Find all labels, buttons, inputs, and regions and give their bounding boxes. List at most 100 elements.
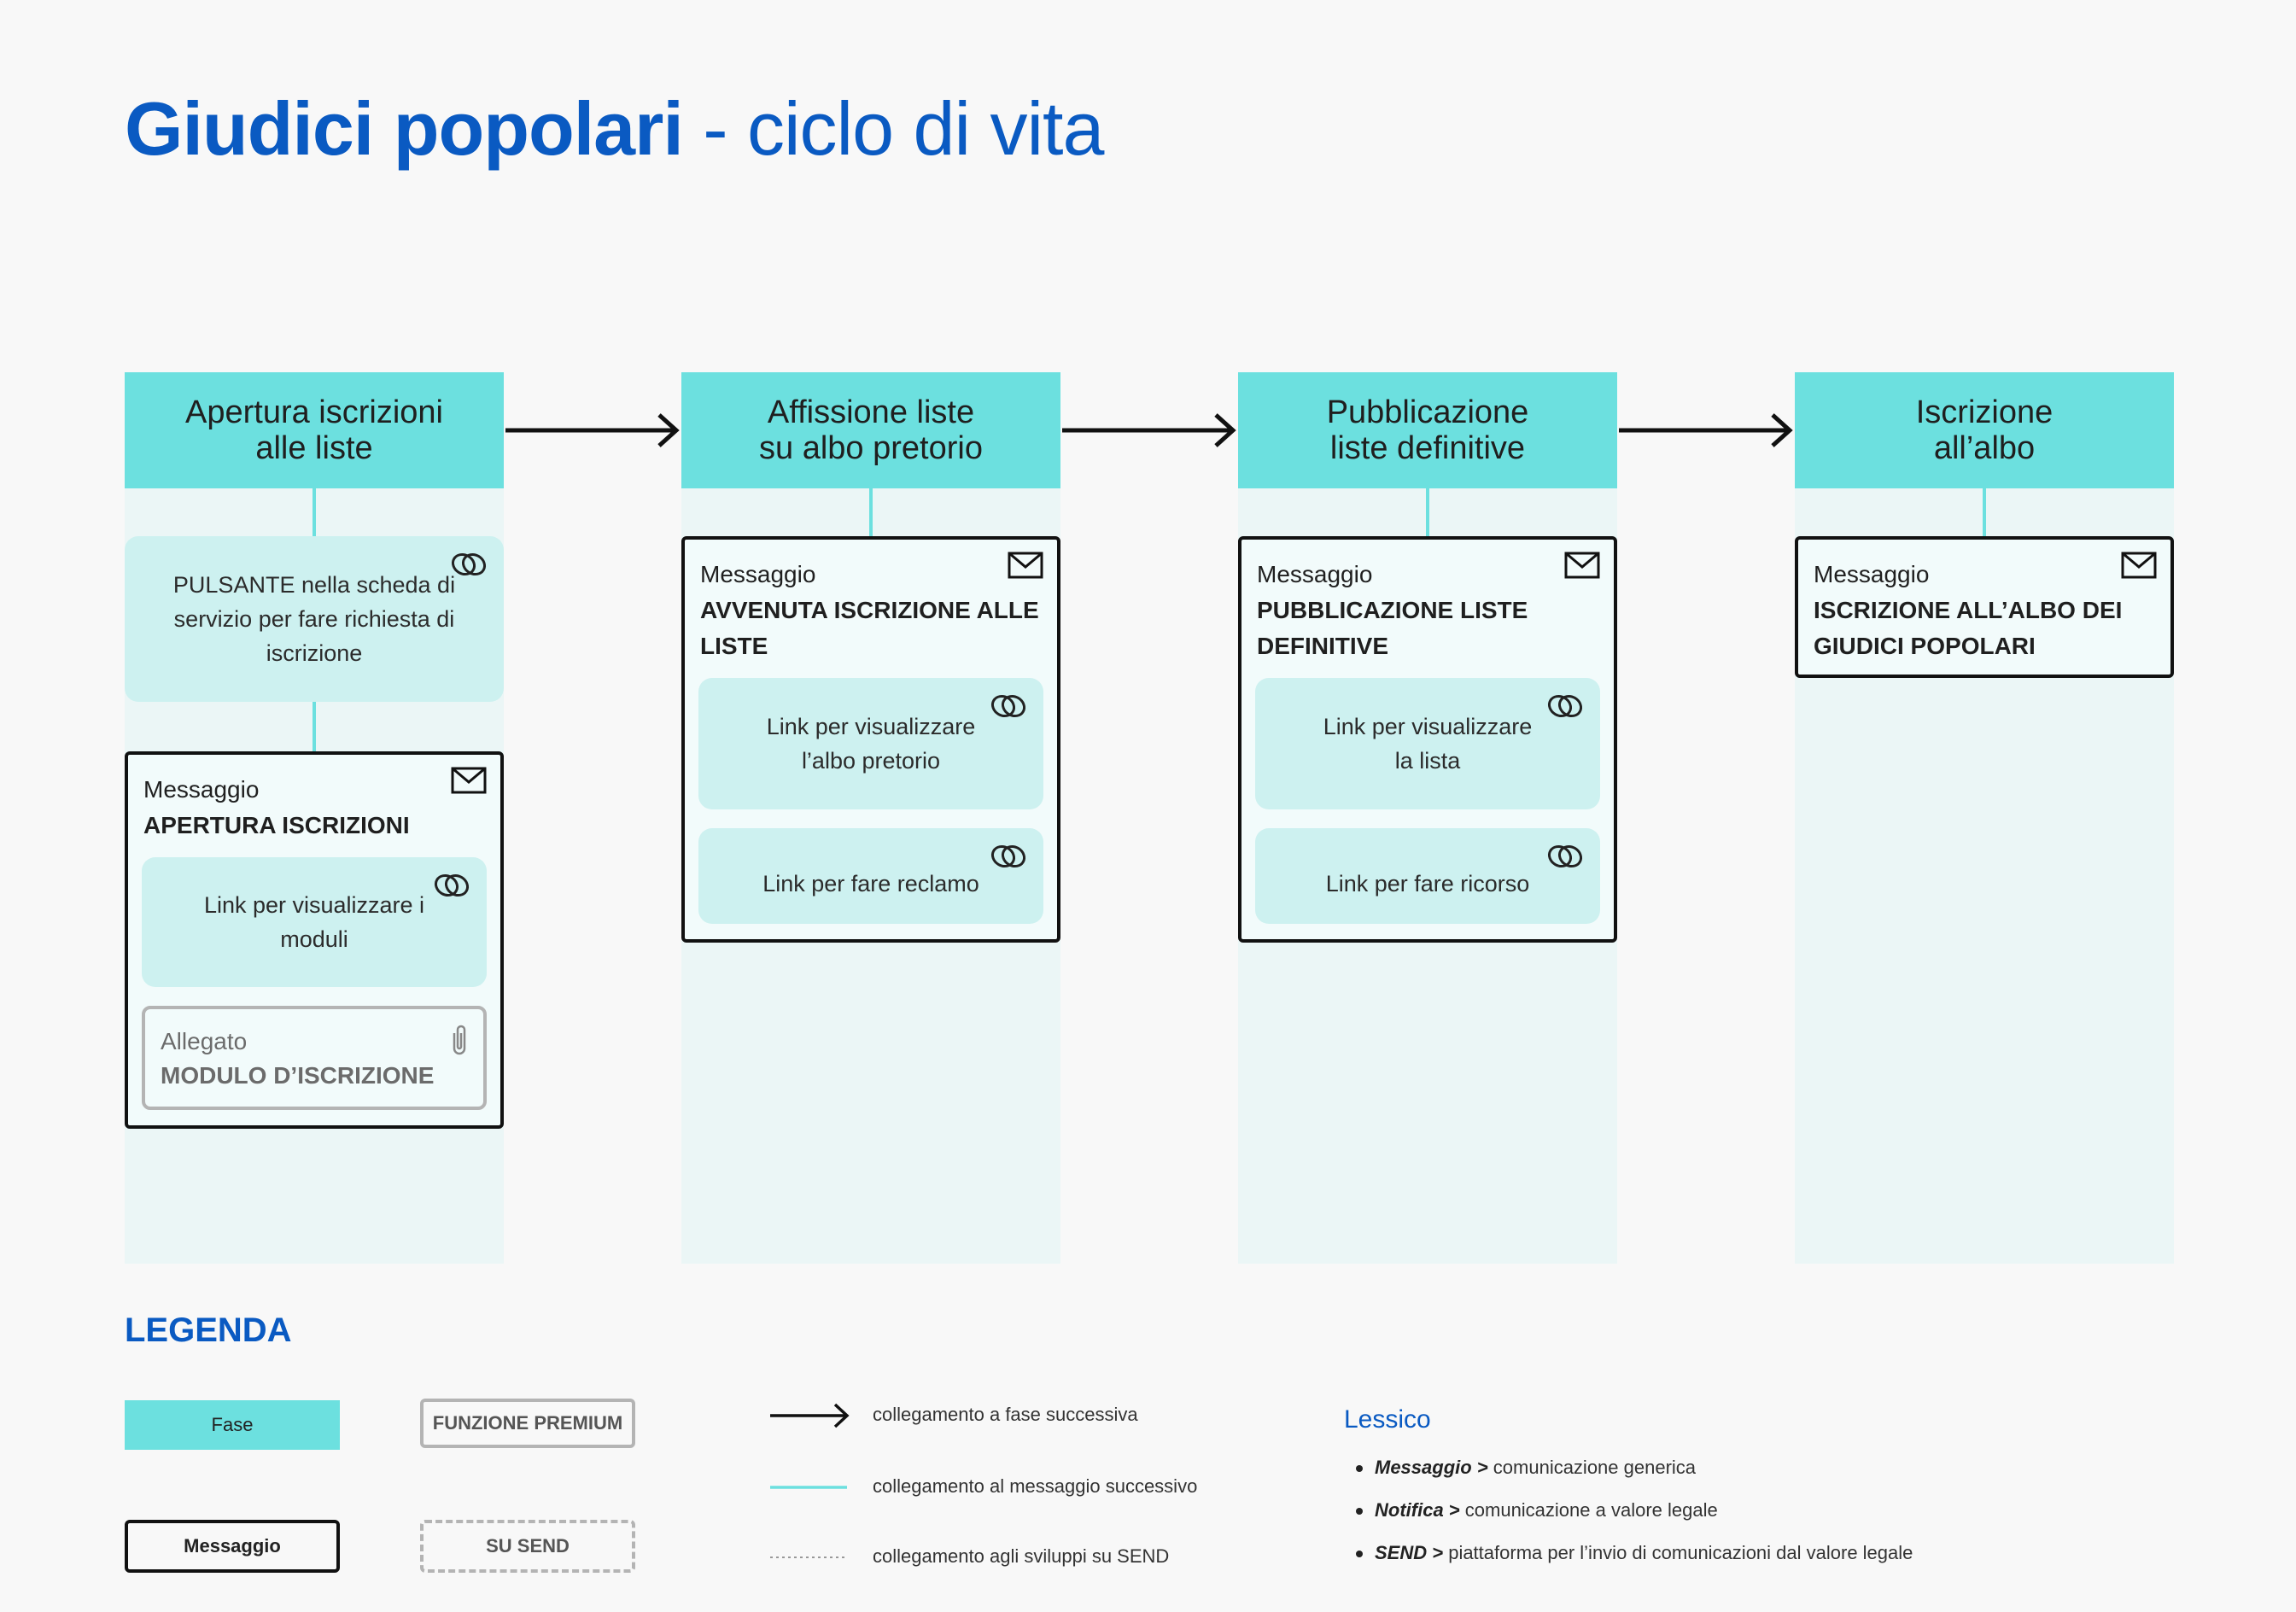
- link-text-line1: Link per visualizzare: [766, 714, 976, 739]
- mail-icon: [1564, 552, 1600, 579]
- lessico-def: comunicazione generica: [1493, 1457, 1697, 1478]
- attachment-label: Allegato: [161, 1028, 248, 1054]
- page-title: Giudici popolari - ciclo di vita: [125, 85, 1104, 172]
- message-label: Messaggio: [143, 776, 260, 803]
- mail-icon: [451, 767, 487, 794]
- dotted-line-icon: [770, 1557, 847, 1558]
- connector-line: [1983, 488, 1986, 536]
- attachment-modulo[interactable]: Allegato MODULO D’ISCRIZIONE: [142, 1006, 487, 1110]
- link-icon: [990, 694, 1026, 718]
- bullet-icon: [1356, 1465, 1363, 1473]
- message-title-line2: LISTE: [700, 633, 768, 659]
- legend-message-box: Messaggio: [125, 1520, 340, 1573]
- mail-icon: [1008, 552, 1043, 579]
- lessico-term: Messaggio: [1375, 1457, 1472, 1478]
- message-title-line1: PUBBLICAZIONE LISTE: [1257, 597, 1528, 623]
- message-label: Messaggio: [1257, 561, 1373, 587]
- message-title: APERTURA ISCRIZIONI: [143, 812, 410, 838]
- button-card-line1: PULSANTE nella scheda di: [172, 572, 456, 598]
- legend-phase-label: Fase: [211, 1414, 254, 1435]
- title-rest: - ciclo di vita: [703, 86, 1104, 171]
- attachment-title: MODULO D’ISCRIZIONE: [161, 1062, 435, 1089]
- link-text-line2: la lista: [1394, 748, 1461, 774]
- connector-line: [1426, 488, 1429, 536]
- message-label: Messaggio: [700, 561, 816, 587]
- link-card-lista[interactable]: Link per visualizzare la lista: [1255, 678, 1600, 809]
- phase-label-line2: liste definitive: [1329, 430, 1526, 466]
- link-text-line1: Link per visualizzare i: [203, 892, 425, 918]
- connector-line: [313, 702, 316, 751]
- message-title-line2: DEFINITIVE: [1257, 633, 1389, 659]
- link-text-line1: Link per fare ricorso: [1325, 871, 1530, 897]
- phase-label-line2: all’albo: [1933, 430, 2036, 466]
- phase-label-line1: Apertura iscrizioni: [185, 394, 443, 430]
- lessico-title: Lessico: [1344, 1405, 1431, 1434]
- link-text-line2: l’albo pretorio: [801, 748, 941, 774]
- link-card-reclamo[interactable]: Link per fare reclamo: [698, 828, 1043, 924]
- link-icon: [990, 844, 1026, 868]
- message-title-line2: GIUDICI POPOLARI: [1814, 633, 2036, 659]
- message-iscrizione-albo: Messaggio ISCRIZIONE ALL’ALBO DEI GIUDIC…: [1795, 536, 2174, 678]
- legend-line-text: collegamento agli sviluppi su SEND: [873, 1545, 1170, 1567]
- lessico-sep: >: [1471, 1457, 1493, 1478]
- lessico-item: Messaggio > comunicazione generica: [1356, 1457, 1696, 1479]
- legend-message-label: Messaggio: [184, 1535, 281, 1557]
- title-bold: Giudici popolari: [125, 86, 684, 171]
- lessico-term: SEND: [1375, 1542, 1428, 1563]
- link-icon: [434, 873, 470, 897]
- phase-label-line2: su albo pretorio: [759, 430, 983, 466]
- legend-line-next-phase: collegamento a fase successiva: [770, 1399, 1282, 1433]
- button-card-line3: iscrizione: [266, 640, 363, 666]
- link-text-line2: moduli: [280, 926, 348, 952]
- service-button-card[interactable]: PULSANTE nella scheda di servizio per fa…: [125, 536, 504, 702]
- link-text-line1: Link per fare reclamo: [762, 871, 979, 897]
- button-card-line2: servizio per fare richiesta di: [173, 606, 455, 632]
- legend-send-box: SU SEND: [420, 1520, 635, 1573]
- phase-label-line1: Iscrizione: [1915, 394, 2054, 430]
- link-card-moduli[interactable]: Link per visualizzare i moduli: [142, 857, 487, 987]
- link-icon: [1547, 844, 1583, 868]
- mail-icon: [2121, 552, 2157, 579]
- message-title-line1: AVVENUTA ISCRIZIONE ALLE: [700, 597, 1039, 623]
- lessico-term: Notifica: [1375, 1499, 1444, 1521]
- legend-line-text: collegamento a fase successiva: [873, 1404, 1138, 1425]
- legend-title: LEGENDA: [125, 1311, 292, 1349]
- lessico-item: Notifica > comunicazione a valore legale: [1356, 1499, 1718, 1521]
- legend-line-text: collegamento al messaggio successivo: [873, 1475, 1198, 1497]
- lessico-def: comunicazione a valore legale: [1464, 1499, 1718, 1521]
- legend-premium-label: FUNZIONE PREMIUM: [432, 1412, 623, 1434]
- link-icon: [1547, 694, 1583, 718]
- bullet-icon: [1356, 1508, 1363, 1516]
- connector-line: [313, 488, 316, 536]
- lessico-def: piattaforma per l’invio di comunicazioni…: [1448, 1542, 1913, 1563]
- legend-premium-box: FUNZIONE PREMIUM: [420, 1399, 635, 1448]
- legend-phase-box: Fase: [125, 1400, 340, 1450]
- phase-label-line1: Pubblicazione: [1326, 394, 1529, 430]
- phase-label-line2: alle liste: [255, 430, 373, 466]
- legend-line-next-message: collegamento al messaggio successivo: [770, 1470, 1282, 1504]
- message-title-line1: ISCRIZIONE ALL’ALBO DEI: [1814, 597, 2123, 623]
- next-phase-arrow: [1062, 413, 1236, 447]
- paperclip-icon: [453, 1025, 466, 1055]
- lessico-sep: >: [1427, 1542, 1449, 1563]
- arrow-icon: [770, 1403, 850, 1428]
- teal-line-icon: [770, 1486, 847, 1489]
- phase-label-line1: Affissione liste: [767, 394, 975, 430]
- lessico-sep: >: [1443, 1499, 1465, 1521]
- connector-line: [869, 488, 873, 536]
- link-card-albo-pretorio[interactable]: Link per visualizzare l’albo pretorio: [698, 678, 1043, 809]
- legend-line-send: collegamento agli sviluppi su SEND: [770, 1540, 1282, 1574]
- lessico-item: SEND > piattaforma per l’invio di comuni…: [1356, 1542, 1913, 1564]
- link-text-line1: Link per visualizzare: [1323, 714, 1533, 739]
- next-phase-arrow: [505, 413, 680, 447]
- legend-send-label: SU SEND: [486, 1535, 570, 1557]
- link-icon: [451, 552, 487, 576]
- bullet-icon: [1356, 1551, 1363, 1558]
- next-phase-arrow: [1619, 413, 1793, 447]
- message-label: Messaggio: [1814, 561, 1930, 587]
- link-card-ricorso[interactable]: Link per fare ricorso: [1255, 828, 1600, 924]
